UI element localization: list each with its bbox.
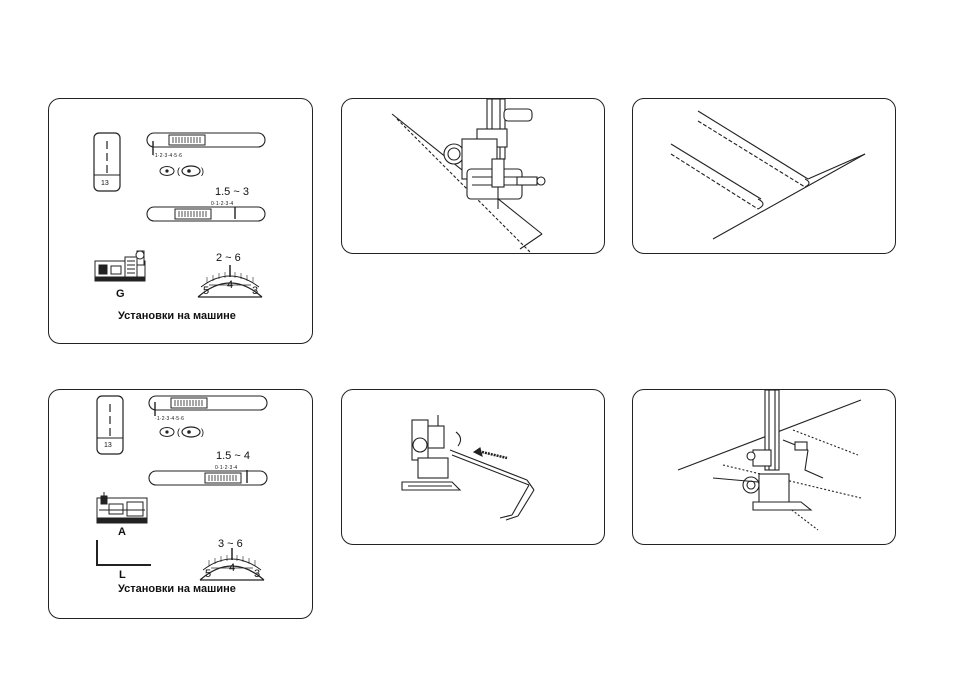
needle-position-right <box>182 427 200 437</box>
needle-position-right <box>182 166 200 176</box>
tension-dial-left: 5 <box>203 285 209 297</box>
allen-key-icon <box>97 540 151 565</box>
settings-caption: Установки на машине <box>118 310 236 322</box>
foot-label: G <box>116 288 125 300</box>
stitch-code: 13 <box>101 180 109 187</box>
presser-foot-g-icon <box>95 251 145 281</box>
svg-text:(: ( <box>177 166 180 176</box>
illustration-attach-guide <box>341 389 605 545</box>
foot-sewing-drawing <box>342 99 605 254</box>
tension-range: 2 ~ 6 <box>216 252 241 264</box>
svg-text:): ) <box>201 427 204 437</box>
length-range: 1.5 ~ 3 <box>215 186 249 198</box>
width-scale: ·1·2·3·4·5·6 <box>153 153 182 159</box>
foot-label: A <box>118 526 126 538</box>
stitch-code: 13 <box>104 442 112 449</box>
settings-panel-1: ( ) <box>48 98 313 344</box>
tension-range: 3 ~ 6 <box>218 538 243 550</box>
tension-dial-center: 4 <box>229 562 235 574</box>
width-slider-track <box>147 133 265 147</box>
tool-label: L <box>119 569 126 581</box>
width-scale: ·1·2·3·4·5·6 <box>155 416 184 422</box>
tension-dial-center: 4 <box>227 279 233 291</box>
illustration-foot-sewing <box>341 98 605 254</box>
svg-text:): ) <box>201 166 204 176</box>
svg-text:(: ( <box>177 427 180 437</box>
illustration-fabric-fold <box>632 98 896 254</box>
tension-dial-left: 5 <box>205 568 211 580</box>
settings-caption: Установки на машине <box>118 583 236 595</box>
guide-sewing-drawing <box>633 390 896 545</box>
attach-guide-drawing <box>342 390 605 545</box>
width-slider-track <box>149 396 267 410</box>
tension-dial-right: 3 <box>252 285 258 297</box>
presser-foot-a-icon <box>97 492 147 523</box>
length-scale: 0·1·2·3·4 <box>215 465 237 471</box>
fabric-fold-drawing <box>633 99 896 254</box>
length-range: 1.5 ~ 4 <box>216 450 250 462</box>
settings-panel-1-graphics: ( ) <box>49 99 313 344</box>
illustration-guide-sewing <box>632 389 896 545</box>
tension-dial-right: 3 <box>254 568 260 580</box>
settings-panel-2: ( ) <box>48 389 313 619</box>
length-scale: 0·1·2·3·4 <box>211 201 233 207</box>
